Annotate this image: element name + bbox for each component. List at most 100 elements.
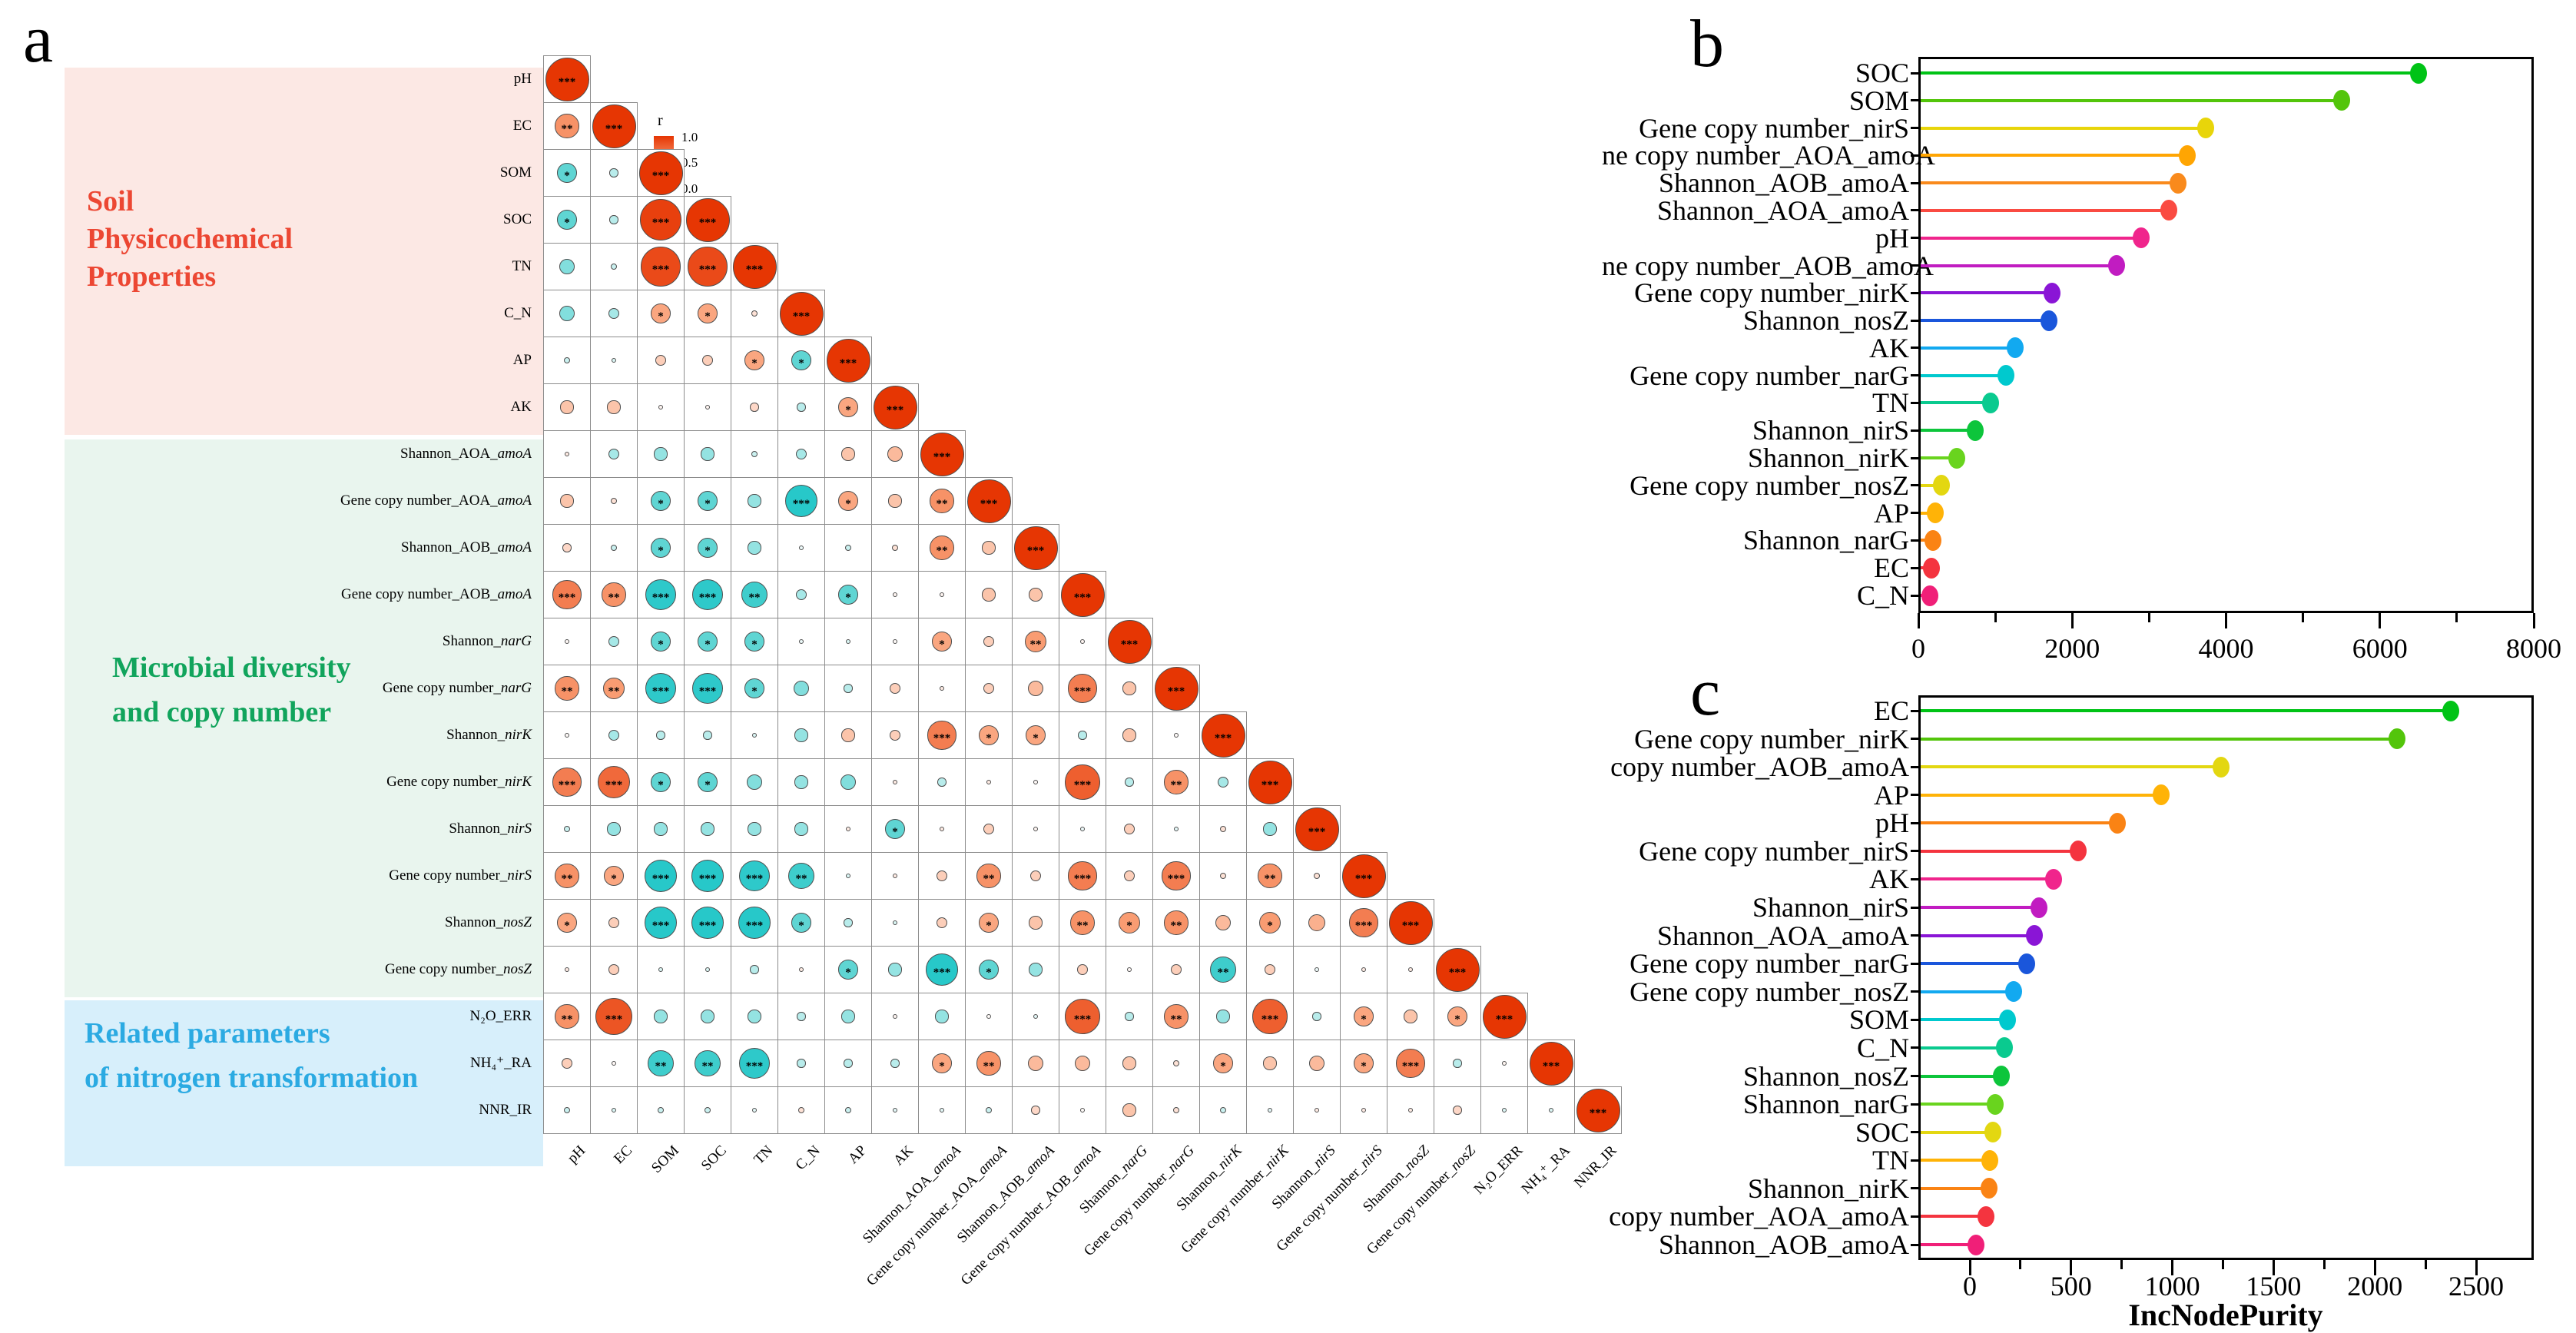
lollipop-dot bbox=[2109, 812, 2127, 834]
matrix-cell bbox=[965, 571, 1013, 618]
correlation-circle bbox=[1122, 728, 1136, 742]
correlation-circle bbox=[1361, 967, 1366, 972]
lollipop-stem bbox=[1921, 821, 2118, 825]
correlation-circle: * bbox=[557, 210, 577, 230]
x-axis-tick-label: 2000 bbox=[2044, 633, 2100, 664]
lollipop-dot bbox=[2212, 756, 2230, 778]
matrix-cell: *** bbox=[637, 196, 685, 244]
row-tick-mark bbox=[1911, 906, 1919, 909]
correlation-circle bbox=[607, 400, 621, 414]
correlation-circle bbox=[1404, 1010, 1417, 1023]
matrix-cell bbox=[590, 711, 638, 759]
matrix-cell bbox=[1106, 805, 1153, 853]
correlation-circle bbox=[889, 682, 901, 695]
matrix-cell bbox=[543, 243, 591, 290]
correlation-circle: *** bbox=[639, 198, 682, 241]
correlation-circle: *** bbox=[873, 385, 917, 429]
lollipop-dot bbox=[2153, 784, 2170, 806]
matrix-cell: * bbox=[965, 711, 1013, 759]
correlation-circle bbox=[705, 405, 710, 410]
matrix-cell: *** bbox=[918, 946, 966, 993]
matrix-cell bbox=[1199, 899, 1247, 947]
matrix-cell bbox=[1106, 946, 1153, 993]
correlation-circle bbox=[889, 729, 901, 741]
lollipop-stem bbox=[1921, 483, 1942, 487]
correlation-circle: * bbox=[979, 913, 999, 933]
matrix-cell: ** bbox=[1152, 993, 1200, 1040]
matrix-column-label: N₂O_ERR bbox=[1470, 1142, 1527, 1198]
correlation-circle bbox=[1216, 1010, 1230, 1023]
matrix-cell: *** bbox=[1152, 852, 1200, 900]
row-tick-mark bbox=[1911, 456, 1919, 459]
lollipop-dot bbox=[1921, 585, 1938, 606]
row-tick-mark bbox=[1911, 1187, 1919, 1190]
matrix-cell bbox=[918, 805, 966, 853]
x-axis-major-tick bbox=[1917, 613, 1920, 628]
matrix-cell bbox=[543, 805, 591, 853]
correlation-circle bbox=[983, 682, 995, 695]
matrix-cell bbox=[871, 852, 919, 900]
lollipop-dot bbox=[1998, 1009, 2016, 1030]
matrix-cell bbox=[590, 196, 638, 244]
matrix-cell bbox=[871, 899, 919, 947]
matrix-cell: ** bbox=[965, 1040, 1013, 1087]
x-axis-minor-tick bbox=[2222, 1260, 2224, 1269]
matrix-cell: *** bbox=[543, 571, 591, 618]
correlation-circle bbox=[795, 589, 807, 601]
matrix-cell: *** bbox=[1059, 665, 1106, 712]
matrix-cell bbox=[1152, 805, 1200, 853]
row-tick-mark bbox=[1911, 934, 1919, 937]
correlation-circle bbox=[1263, 822, 1277, 836]
correlation-circle bbox=[1123, 823, 1135, 835]
lollipop-item-label: C_N bbox=[1856, 580, 1909, 611]
matrix-cell bbox=[731, 758, 778, 806]
correlation-circle bbox=[940, 1108, 944, 1112]
matrix-cell: *** bbox=[731, 899, 778, 947]
correlation-circle bbox=[893, 1014, 897, 1019]
matrix-row-label: NNR_IR bbox=[479, 1101, 532, 1118]
correlation-circle: *** bbox=[1065, 999, 1100, 1034]
matrix-cell bbox=[590, 899, 638, 947]
lollipop-item-label: copy number_AOB_amoA bbox=[1610, 751, 1909, 783]
lollipop-dot bbox=[1981, 1178, 1998, 1199]
correlation-circle: *** bbox=[1013, 526, 1058, 570]
matrix-cell bbox=[590, 383, 638, 431]
correlation-circle: *** bbox=[1107, 619, 1152, 664]
x-axis-tick-label: 4000 bbox=[2198, 633, 2254, 664]
correlation-circle bbox=[654, 447, 668, 461]
correlation-circle: * bbox=[1447, 1006, 1467, 1026]
matrix-cell bbox=[1012, 993, 1059, 1040]
matrix-cell bbox=[1106, 852, 1153, 900]
correlation-circle: *** bbox=[597, 765, 631, 799]
correlation-circle bbox=[799, 967, 804, 972]
matrix-row-label: NH₄⁺_RA bbox=[470, 1054, 532, 1071]
lollipop-dot bbox=[1967, 1234, 1984, 1255]
matrix-cell bbox=[918, 993, 966, 1040]
matrix-cell: ** bbox=[777, 852, 825, 900]
x-axis-tick-label: 2000 bbox=[2347, 1271, 2403, 1301]
correlation-circle: *** bbox=[1435, 947, 1480, 992]
matrix-cell bbox=[543, 1086, 591, 1134]
lollipop-item-label: AK bbox=[1869, 332, 1909, 363]
matrix-column-label: pH bbox=[565, 1142, 589, 1167]
correlation-circle: *** bbox=[691, 906, 724, 940]
correlation-circle bbox=[1174, 827, 1179, 831]
matrix-cell bbox=[965, 1086, 1013, 1134]
row-tick-mark bbox=[1911, 209, 1919, 212]
matrix-cell: *** bbox=[684, 899, 731, 947]
correlation-circle: * bbox=[651, 632, 671, 652]
x-axis-major-tick bbox=[2171, 1260, 2174, 1275]
matrix-cell: *** bbox=[684, 243, 731, 290]
correlation-circle bbox=[1033, 780, 1038, 784]
matrix-column-label: SOM bbox=[648, 1142, 683, 1176]
lollipop-dot bbox=[2409, 62, 2427, 84]
correlation-circle bbox=[654, 1010, 668, 1023]
lollipop-item-label: Shannon_nirS bbox=[1752, 892, 1909, 923]
lollipop-item-label: Gene copy number_nosZ bbox=[1629, 976, 1909, 1007]
correlation-circle bbox=[936, 917, 948, 929]
correlation-circle bbox=[797, 1012, 806, 1021]
correlation-circle bbox=[609, 215, 618, 224]
lollipop-dot bbox=[2160, 200, 2178, 221]
matrix-cell bbox=[1106, 758, 1153, 806]
correlation-circle: *** bbox=[692, 673, 723, 704]
